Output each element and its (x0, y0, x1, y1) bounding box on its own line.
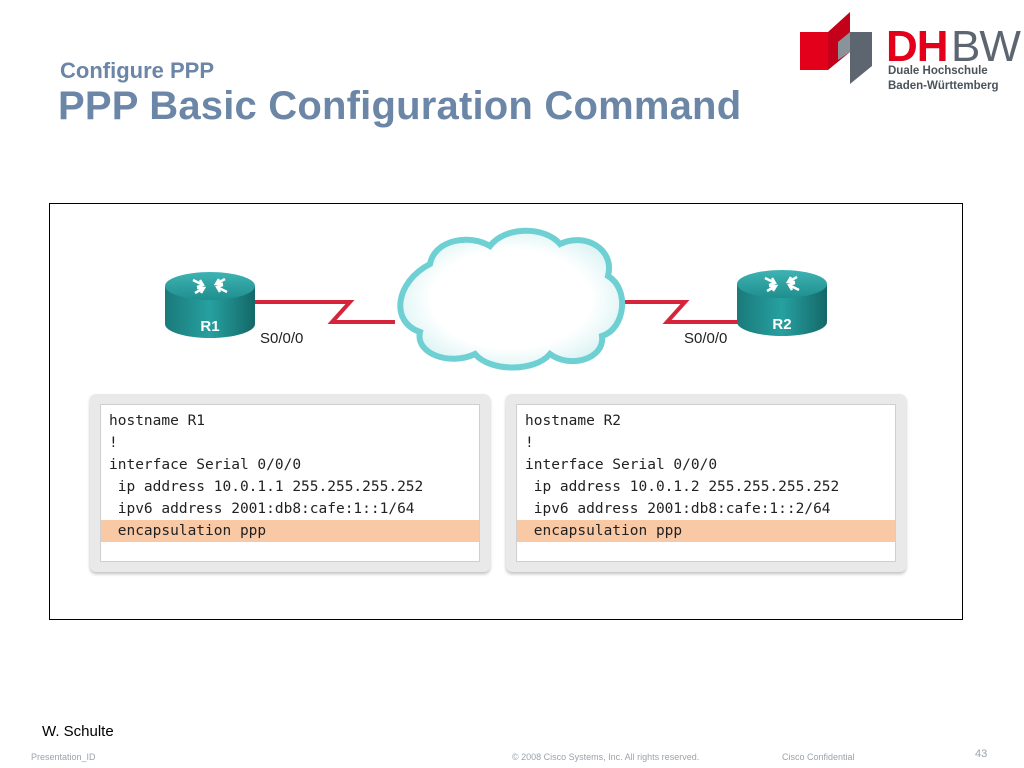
logo-line-1: Duale Hochschule (888, 65, 988, 77)
dhbw-logo: DH BW Duale Hochschule Baden-Württemberg (798, 8, 1021, 98)
serial-link-left (255, 300, 395, 324)
router-r1-label: R1 (200, 318, 219, 335)
config-line: ip address 10.0.1.2 255.255.255.252 (525, 479, 840, 495)
logo-line-2: Baden-Württemberg (888, 80, 999, 92)
config-panel-r1: hostname R1 ! interface Serial 0/0/0 ip … (90, 394, 490, 572)
config-listing-r2: hostname R2 ! interface Serial 0/0/0 ip … (516, 404, 896, 562)
config-line: interface Serial 0/0/0 (525, 457, 718, 473)
router-r1-icon (165, 272, 255, 338)
confidential-notice: Cisco Confidential (782, 752, 855, 762)
serial-link-right (606, 300, 740, 324)
copyright-notice: © 2008 Cisco Systems, Inc. All rights re… (512, 752, 700, 762)
slide-subtitle: Configure PPP (60, 58, 215, 83)
config-line: hostname R2 (525, 413, 622, 429)
interface-label-r2: S0/0/0 (684, 330, 727, 347)
config-line: ! (525, 435, 534, 451)
config-line: interface Serial 0/0/0 (109, 457, 302, 473)
config-line: ! (109, 435, 118, 451)
topology-diagram: R1 R2 S0/0/0 S0/0/0 (165, 227, 827, 371)
config-line: ip address 10.0.1.1 255.255.255.252 (109, 479, 424, 495)
config-line-highlighted: encapsulation ppp (517, 520, 895, 542)
config-line-highlighted: encapsulation ppp (101, 520, 479, 542)
page-number: 43 (975, 748, 988, 760)
slide-title: PPP Basic Configuration Command (58, 84, 742, 128)
config-line: ipv6 address 2001:db8:cafe:1::1/64 (109, 501, 415, 517)
config-line: ipv6 address 2001:db8:cafe:1::2/64 (525, 501, 831, 517)
wan-cloud-icon (397, 227, 626, 371)
config-listing-r1: hostname R1 ! interface Serial 0/0/0 ip … (100, 404, 480, 562)
presentation-id: Presentation_ID (31, 752, 96, 762)
router-r2-label: R2 (772, 316, 791, 333)
dhbw-logo-mark-icon (800, 12, 872, 84)
router-r2-icon (737, 270, 827, 336)
logo-brand-dh: DH (886, 22, 949, 71)
config-line: hostname R1 (109, 413, 206, 429)
interface-label-r1: S0/0/0 (260, 330, 303, 347)
logo-brand-bw: BW (951, 22, 1021, 71)
config-panel-r2: hostname R2 ! interface Serial 0/0/0 ip … (506, 394, 906, 572)
ppp-figure: R1 R2 S0/0/0 S0/0/0 hostname R1 ! interf… (49, 203, 963, 620)
author-name: W. Schulte (42, 723, 114, 740)
